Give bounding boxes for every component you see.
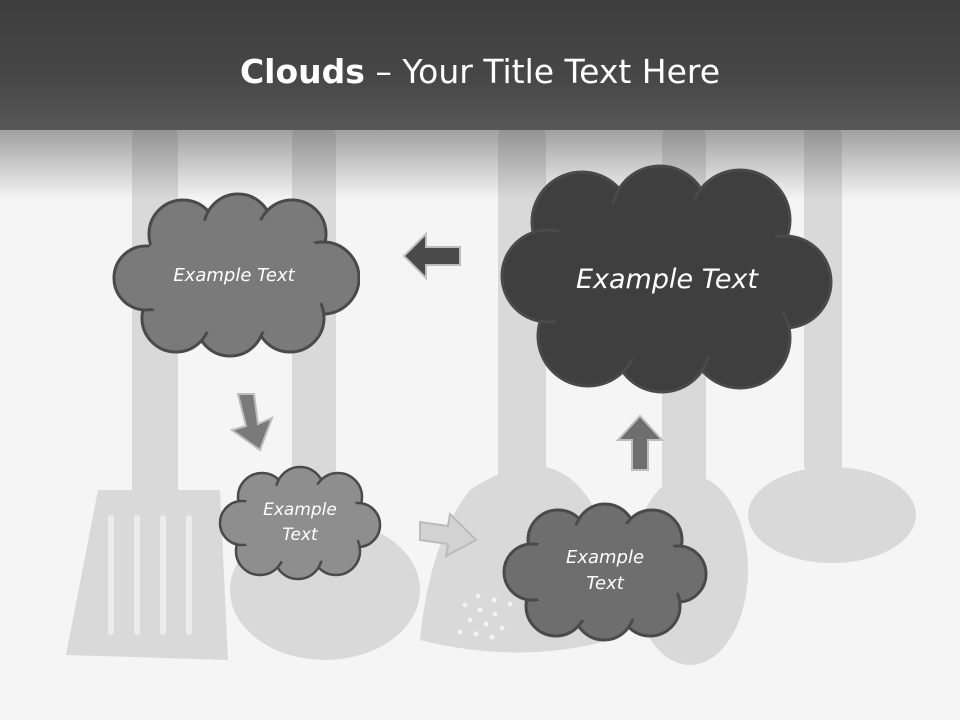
- cloud-bottom-right-label: Example Text: [565, 546, 645, 594]
- arrow-up: [615, 414, 665, 471]
- title-bold: Clouds: [239, 52, 365, 91]
- title-bar-shadow: [0, 130, 960, 200]
- cloud-top-right[interactable]: Example Text: [500, 164, 834, 396]
- arrow-right: [419, 511, 478, 558]
- title-bar: [0, 0, 960, 130]
- cloud-top-right-label: Example Text: [575, 264, 759, 296]
- cloud-top-left[interactable]: Example Text: [108, 192, 360, 360]
- arrow-down: [229, 393, 274, 452]
- cloud-top-left-label: Example Text: [173, 264, 295, 286]
- cloud-middle-left-label: Example Text: [263, 500, 337, 545]
- cloud-bottom-right[interactable]: Example Text: [500, 500, 710, 642]
- cloud-middle-left[interactable]: Example Text: [216, 465, 384, 581]
- slide-title[interactable]: Clouds – Your Title Text Here: [0, 52, 960, 91]
- title-rest: – Your Title Text Here: [375, 52, 721, 91]
- arrow-left: [402, 231, 461, 281]
